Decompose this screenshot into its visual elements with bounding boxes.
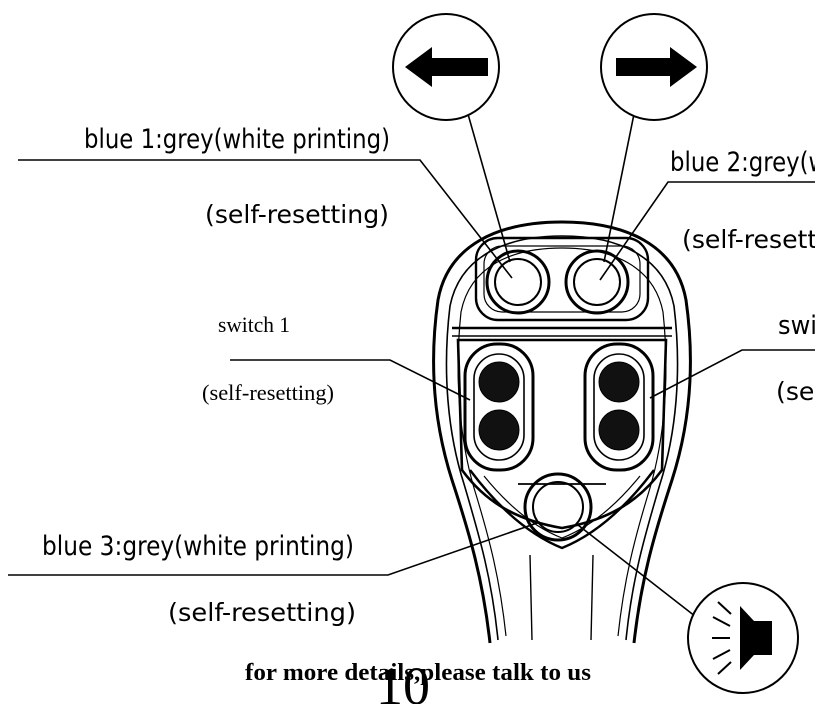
blue-2-sublabel: (self-resetting) (682, 225, 815, 254)
blue-3-button (523, 472, 593, 542)
speaker-icon (687, 582, 799, 694)
handle-body (432, 220, 692, 644)
blue-3-sublabel: (self-resetting) (168, 598, 356, 627)
blue-3-label: blue 3:grey(white printing) (42, 531, 354, 562)
blue-2-label: blue 2:grey(white printing) (670, 147, 815, 178)
blue-1-button (485, 249, 551, 315)
switch-2-sublabel: (self-resetting) (776, 377, 815, 406)
blue-1-label: blue 1:grey(white printing) (84, 124, 390, 155)
switch-2-label: switch 2 (778, 311, 815, 341)
blue-2-button (564, 249, 630, 315)
switch-1-label: switch 1 (218, 312, 290, 337)
page-number: 10 (376, 656, 430, 704)
switch-1-sublabel: (self-resetting) (202, 380, 334, 405)
footer-note: for more details,please talk to us (245, 660, 591, 686)
arrow-left-icon (392, 13, 500, 121)
leader-lines (8, 99, 815, 621)
switch-1-rocker (463, 342, 535, 472)
arrow-right-icon (600, 13, 708, 121)
switch-2-rocker (583, 342, 655, 472)
blue-1-sublabel: (self-resetting) (205, 200, 389, 229)
